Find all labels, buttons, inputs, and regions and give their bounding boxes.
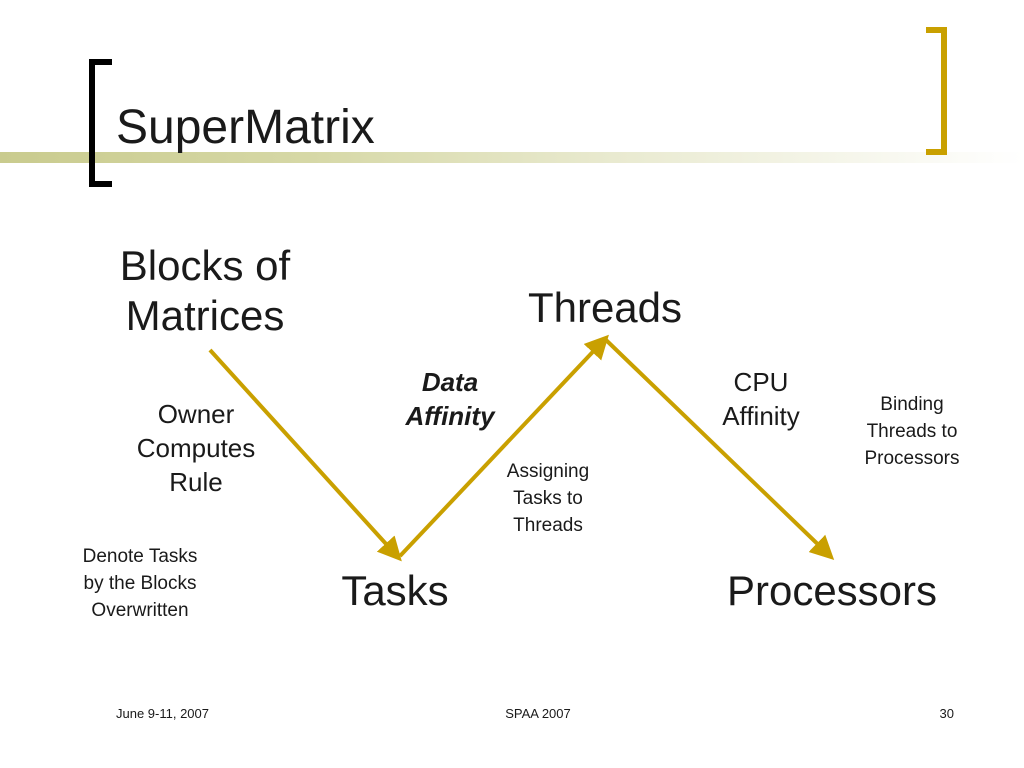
assigning-line-1: Assigning [506, 461, 590, 482]
slide-title: SuperMatrix [116, 104, 381, 152]
assigning-line-2: Tasks to [513, 487, 583, 509]
owner-line-1: Owner [157, 399, 235, 429]
node-threads: Threads [527, 284, 683, 331]
node-blocks-line-2: Matrices [125, 292, 285, 340]
assigning-line-3: Threads [513, 514, 583, 536]
node-blocks-line-1: Blocks of [119, 242, 291, 289]
cpu-affinity-line-2: Affinity [722, 400, 800, 431]
data-affinity-line-2: Affinity [405, 400, 495, 431]
right-bracket [926, 27, 947, 155]
cpu-affinity-line-1: CPU [733, 367, 789, 397]
data-affinity-line-1: Data [421, 367, 479, 397]
arrow-threads-to-processors [604, 338, 835, 560]
title-band [0, 152, 1024, 163]
node-blocks-of-matrices: Blocks of Matrices [102, 241, 308, 342]
denote-line-3: Overwritten [91, 599, 189, 621]
node-processors: Processors [726, 567, 938, 614]
binding-line-1: Binding [880, 394, 944, 415]
arrow-blocks-to-tasks [208, 348, 402, 562]
left-bracket [89, 59, 112, 187]
label-assigning-tasks: Assigning Tasks to Threads [478, 459, 618, 540]
label-owner-computes-rule: Owner Computes Rule [110, 398, 282, 499]
denote-line-2: by the Blocks [83, 572, 197, 594]
owner-line-3: Rule [169, 466, 223, 497]
node-tasks: Tasks [341, 567, 449, 614]
footer-venue: SPAA 2007 [505, 706, 571, 721]
binding-line-3: Processors [864, 447, 960, 469]
label-data-affinity: Data Affinity [380, 366, 520, 434]
denote-line-1: Denote Tasks [82, 546, 198, 567]
footer-page-number: 30 [939, 706, 954, 721]
label-denote-tasks: Denote Tasks by the Blocks Overwritten [55, 544, 225, 625]
footer-date: June 9-11, 2007 [116, 706, 209, 721]
arrow-tasks-to-threads [398, 334, 609, 558]
label-binding-threads: Binding Threads to Processors [840, 392, 984, 473]
label-cpu-affinity: CPU Affinity [700, 366, 822, 434]
binding-line-2: Threads to [866, 420, 958, 442]
owner-line-2: Computes [136, 432, 256, 463]
